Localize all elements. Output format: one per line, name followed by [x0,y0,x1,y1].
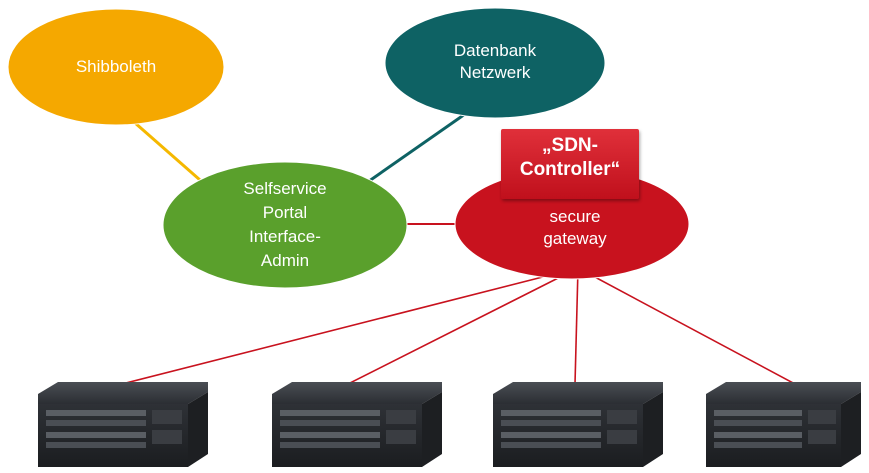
sdn-controller-line2: Controller“ [519,159,621,180]
network-switch-icon [706,382,861,467]
network-switch-icon [38,382,208,467]
datenbank-line2: Netzwerk [459,63,531,82]
datenbank-label: Datenbank Netzwerk [435,40,555,84]
selfservice-line3: Interface- [249,227,321,246]
shibboleth-node [7,8,225,126]
datenbank-node [384,7,606,119]
edge-gateway-switch-3 [574,267,579,385]
selfservice-node [162,161,408,289]
sdn-controller-label: „SDN- Controller“ [501,134,639,182]
edge-gateway-switch-1 [121,267,579,385]
selfservice-line4: Admin [260,251,310,270]
sdn-controller-line1: „SDN- [542,135,598,156]
selfservice-line1: Selfservice [243,179,327,198]
network-switch-icon [272,382,442,467]
network-switch-icon [493,382,663,467]
edge-datenbank-selfservice [361,103,479,188]
sdn-controller-badge [501,129,639,199]
gateway-line2: gateway [543,229,607,248]
shibboleth-label: Shibboleth [75,57,157,76]
edge-gateway-switch-4 [577,267,796,385]
datenbank-line1: Datenbank [453,41,537,60]
gateway-label: secure gateway [515,206,635,250]
gateway-line1: secure [549,207,601,226]
selfservice-label: Selfservice Portal Interface- Admin [220,177,350,273]
edge-gateway-switch-2 [347,267,579,385]
selfservice-line2: Portal [262,203,308,222]
